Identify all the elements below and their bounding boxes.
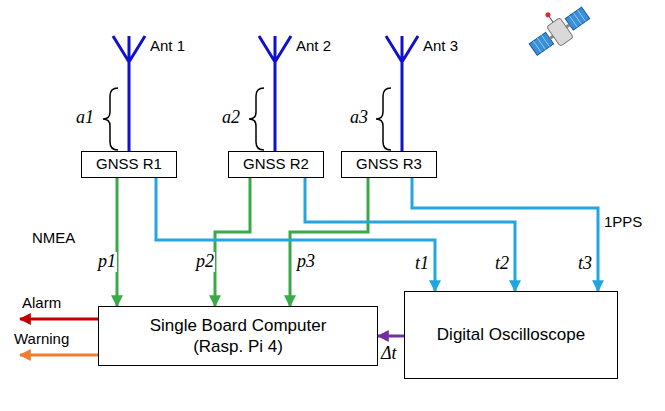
satellite-icon xyxy=(520,0,593,60)
connector xyxy=(116,178,119,306)
output-name: Alarm xyxy=(22,295,61,312)
signal-name: t2 xyxy=(494,254,510,274)
length-label: a2 xyxy=(222,108,240,128)
connector xyxy=(412,178,598,291)
receiver-box: GNSS R2 xyxy=(228,151,324,178)
signal-name: Δt xyxy=(380,344,398,364)
connector xyxy=(156,178,435,291)
receiver-box: GNSS R3 xyxy=(341,151,437,178)
warning-arrow xyxy=(20,354,98,357)
output-name: Warning xyxy=(14,331,69,348)
signal-name: NMEA xyxy=(32,230,75,247)
antenna-name: Ant 2 xyxy=(296,38,331,55)
box-label: GNSS R1 xyxy=(96,155,162,174)
box-label: Single Board Computer (Rasp. Pi 4) xyxy=(128,315,348,358)
oscilloscope-box: Digital Oscilloscope xyxy=(404,291,618,379)
connector xyxy=(305,178,515,291)
connector xyxy=(378,335,404,338)
box-label: Digital Oscilloscope xyxy=(437,324,585,345)
signal-name: t1 xyxy=(414,254,430,274)
antenna-name: Ant 3 xyxy=(423,38,458,55)
box-label: GNSS R2 xyxy=(243,155,309,174)
signal-name: 1PPS xyxy=(604,214,642,231)
computer-box: Single Board Computer (Rasp. Pi 4) xyxy=(98,306,378,366)
brace xyxy=(103,88,391,150)
signal-name: p2 xyxy=(195,252,215,272)
signal-name: p3 xyxy=(296,252,316,272)
box-label: GNSS R3 xyxy=(356,155,422,174)
alarm-arrow xyxy=(20,318,98,321)
antenna-symbol xyxy=(113,36,418,151)
connector xyxy=(215,178,250,306)
antenna-name: Ant 1 xyxy=(150,38,185,55)
connector xyxy=(290,178,368,306)
length-label: a3 xyxy=(350,108,368,128)
signal-name: t3 xyxy=(577,254,593,274)
receiver-box: GNSS R1 xyxy=(81,151,177,178)
length-label: a1 xyxy=(76,108,94,128)
signal-name: p1 xyxy=(97,252,117,272)
